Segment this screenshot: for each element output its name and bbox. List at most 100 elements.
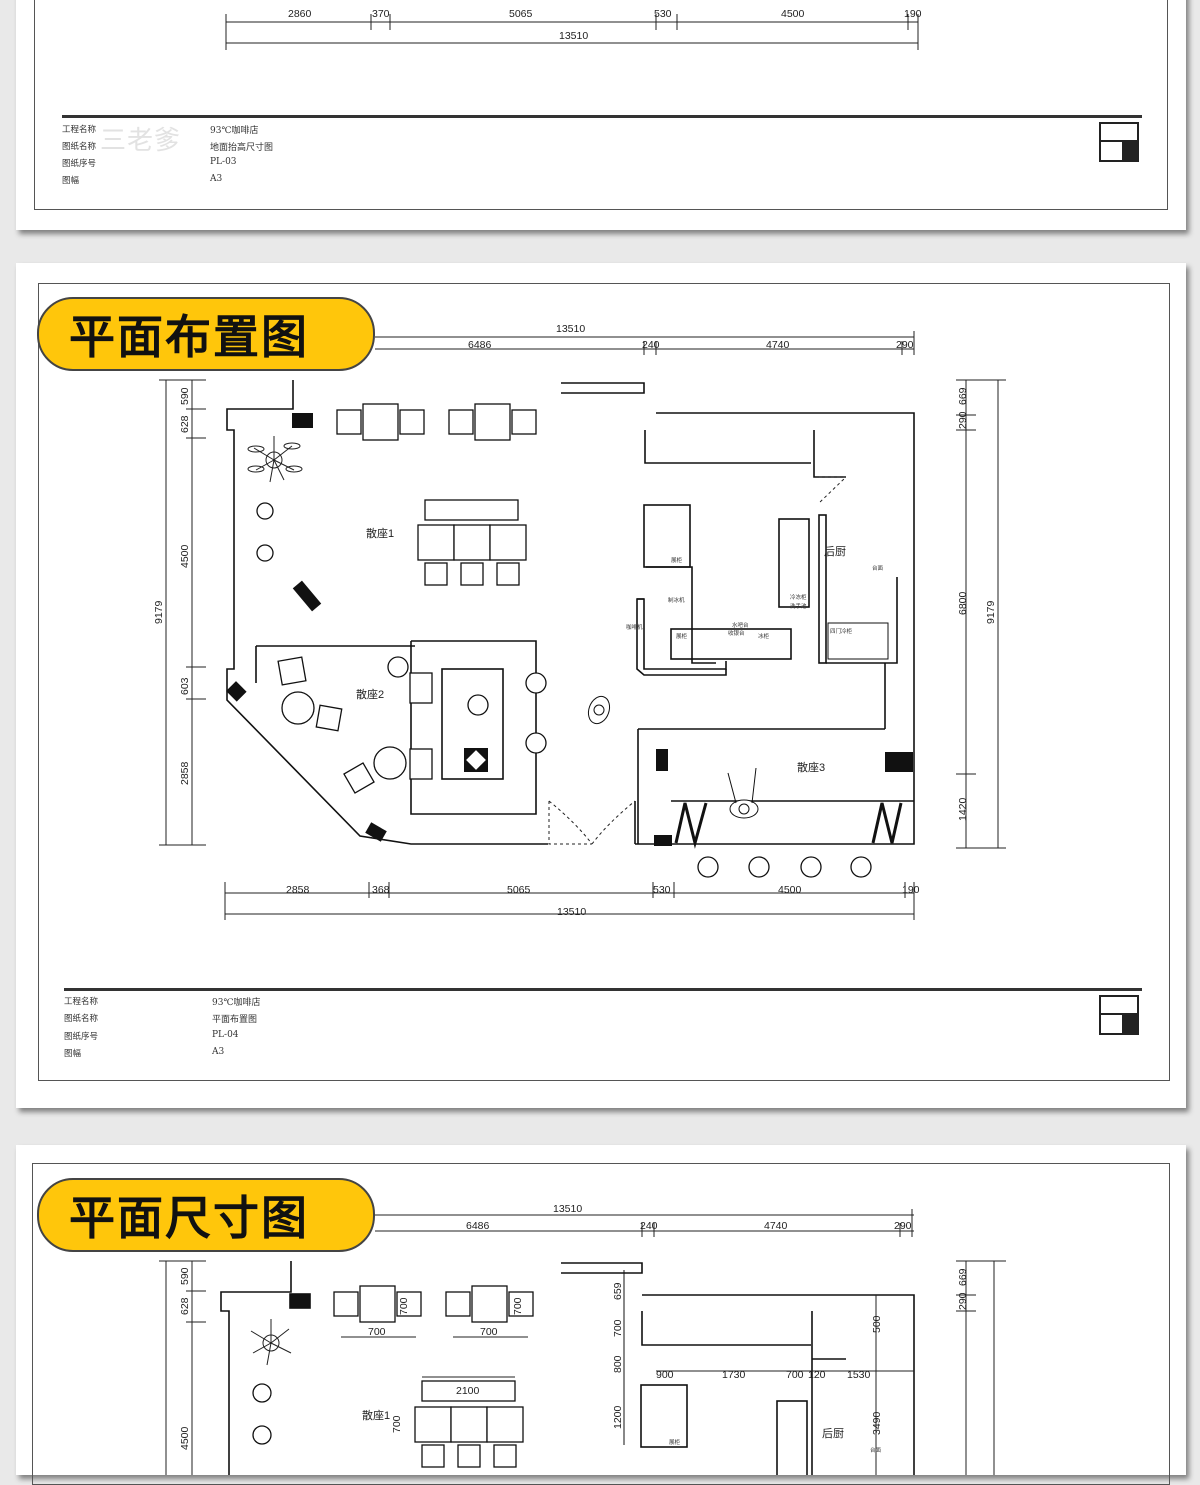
dimension-label: 13510 bbox=[553, 1203, 582, 1215]
dimension-label: 700 bbox=[612, 1319, 624, 1337]
dimension-label: 1530 bbox=[847, 1369, 871, 1381]
title-block: 工程名称 93℃咖啡店 图纸名称 地面抬高尺寸图 图纸序号 PL-03 图幅 A3 bbox=[62, 123, 462, 193]
dim-total-label: 13510 bbox=[559, 30, 588, 42]
dimension-label: 3490 bbox=[871, 1411, 883, 1435]
dimension-label: 120 bbox=[808, 1369, 826, 1381]
dim-label: 2860 bbox=[288, 8, 312, 20]
dim-label: 5065 bbox=[509, 8, 533, 20]
drawing-sheet-dimensions: 平面尺寸图 13510 6486 240 4740 290 590 628 45… bbox=[16, 1145, 1186, 1485]
title-block-label: 图幅 bbox=[62, 176, 80, 186]
section-title-badge: 平面尺寸图 bbox=[37, 1178, 375, 1252]
floor-plan: 13510 6486 240 4740 290 590 628 4500 603… bbox=[153, 323, 1006, 920]
sheet-frame bbox=[38, 283, 1170, 1081]
dimension-label: 水吧台 bbox=[732, 621, 749, 629]
dimension-label: 800 bbox=[612, 1355, 624, 1373]
title-block-label: 图纸序号 bbox=[62, 159, 97, 169]
dimension-label: 1420 bbox=[957, 797, 969, 821]
dimension-label: 台面 bbox=[870, 1446, 882, 1454]
drawing-number: PL-04 bbox=[212, 1030, 239, 1040]
dimension-label: 展柜 bbox=[676, 632, 688, 640]
dimension-label: 700 bbox=[391, 1415, 403, 1433]
dimension-label: 台面 bbox=[872, 564, 884, 572]
bottom-dimension-chain: 2860 370 5065 530 4500 190 13510 bbox=[225, 8, 922, 50]
dimension-label: 590 bbox=[179, 387, 191, 405]
dimension-label: 659 bbox=[612, 1282, 624, 1300]
dimension-plan: 13510 6486 240 4740 290 590 628 4500 669… bbox=[159, 1203, 1006, 1475]
dimension-label: 290 bbox=[894, 1220, 912, 1232]
dimension-label: 6486 bbox=[468, 339, 492, 351]
dimension-label: 628 bbox=[179, 415, 191, 433]
plant-icon bbox=[247, 436, 303, 483]
dimension-label: 5065 bbox=[507, 884, 531, 896]
dimension-label: 669 bbox=[957, 387, 969, 405]
dimension-label: 240 bbox=[642, 339, 660, 351]
sheet-frame bbox=[34, 0, 1168, 210]
dimension-label: 2858 bbox=[286, 884, 310, 896]
dimension-label: 2100 bbox=[456, 1385, 480, 1397]
dim-label: 370 bbox=[372, 8, 390, 20]
room-label: 后厨 bbox=[822, 1427, 844, 1440]
drawing-sheet-pl04: 平面布置图 13510 6486 240 4740 290 590 628 45… bbox=[16, 263, 1186, 1108]
dimension-label: 290 bbox=[957, 411, 969, 429]
title-block: 工程名称 93℃咖啡店 图纸名称 平面布置图 图纸序号 PL-04 图幅 A3 bbox=[64, 995, 464, 1065]
title-block-label: 图纸序号 bbox=[64, 1032, 99, 1042]
dimension-label: 13510 bbox=[556, 323, 585, 335]
dim-label: 4500 bbox=[781, 8, 805, 20]
project-name: 93℃咖啡店 bbox=[210, 126, 259, 136]
drawing-sheet-pl03: 2860 370 5065 530 4500 190 13510 三老爹 工程名… bbox=[16, 0, 1186, 230]
title-block-label: 工程名称 bbox=[64, 997, 99, 1007]
person-figure-icon bbox=[587, 695, 759, 819]
dim-label: 530 bbox=[654, 8, 672, 20]
title-block-label: 图纸名称 bbox=[62, 142, 97, 152]
room-label: 散座1 bbox=[362, 1408, 390, 1422]
dimension-label: 700 bbox=[512, 1297, 524, 1315]
dimension-label: 展柜 bbox=[669, 1438, 681, 1446]
sheet-size: A3 bbox=[212, 1047, 225, 1057]
dimension-label: 制冰机 bbox=[668, 596, 685, 604]
dimension-label: 1730 bbox=[722, 1369, 746, 1381]
dimension-label: 590 bbox=[179, 1267, 191, 1285]
dimension-label: 4500 bbox=[179, 544, 191, 568]
dimension-label: 9179 bbox=[153, 600, 165, 624]
dimension-label: 700 bbox=[786, 1369, 804, 1381]
title-block-label: 工程名称 bbox=[62, 125, 97, 135]
room-label: 散座1 bbox=[366, 526, 394, 540]
title-block-rule bbox=[62, 115, 1142, 118]
dimension-label: 700 bbox=[398, 1297, 410, 1315]
dimension-label: 冷冻柜 bbox=[790, 593, 807, 601]
sheet-size: A3 bbox=[210, 174, 223, 184]
dimension-label: 洗手池 bbox=[790, 602, 807, 610]
dimension-label: 368 bbox=[372, 884, 390, 896]
drawing-number: PL-03 bbox=[210, 157, 237, 167]
drawing-name: 平面布置图 bbox=[212, 1015, 258, 1025]
dimension-label: 240 bbox=[640, 1220, 658, 1232]
dimension-label: 4500 bbox=[778, 884, 802, 896]
room-label: 散座2 bbox=[356, 687, 384, 701]
dimension-label: 冰柜 bbox=[758, 632, 770, 640]
room-label: 散座3 bbox=[797, 760, 825, 774]
studio-logo-icon bbox=[1099, 122, 1139, 162]
dimension-label: 9179 bbox=[985, 600, 997, 624]
dimension-label: 190 bbox=[902, 884, 920, 896]
plant-icon bbox=[250, 1319, 292, 1366]
dimension-label: 628 bbox=[179, 1297, 191, 1315]
section-title: 平面尺寸图 bbox=[69, 1191, 309, 1245]
title-block-label: 图幅 bbox=[64, 1049, 82, 1059]
dimension-label: 展柜 bbox=[671, 556, 683, 564]
section-title-badge: 平面布置图 bbox=[37, 297, 375, 371]
drawing-name: 地面抬高尺寸图 bbox=[210, 143, 274, 153]
dimension-label: 530 bbox=[653, 884, 671, 896]
dimension-label: 1200 bbox=[612, 1405, 624, 1429]
dimension-label: 咖啡机 bbox=[626, 623, 643, 631]
dimension-label: 700 bbox=[480, 1326, 498, 1338]
dimension-label: 6800 bbox=[957, 591, 969, 615]
section-title: 平面布置图 bbox=[69, 310, 309, 364]
dimension-label: 603 bbox=[179, 677, 191, 695]
dimension-label: 收银台 bbox=[728, 629, 745, 637]
dimension-label: 669 bbox=[957, 1268, 969, 1286]
watermark: 三老爹 bbox=[100, 126, 182, 156]
title-block-label: 图纸名称 bbox=[64, 1014, 99, 1024]
project-name: 93℃咖啡店 bbox=[212, 998, 261, 1008]
title-block-rule bbox=[64, 988, 1142, 991]
studio-logo-icon bbox=[1099, 995, 1139, 1035]
